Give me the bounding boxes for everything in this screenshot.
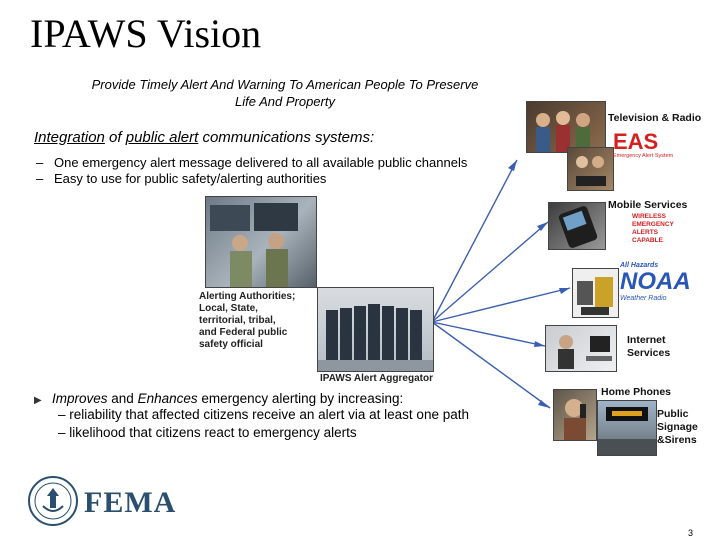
triangle-bullet-icon: ▶: [34, 395, 42, 406]
noaa-logo-sub: Weather Radio: [620, 295, 667, 302]
highway-sign-icon: [598, 407, 656, 455]
integration-of: of: [104, 129, 126, 146]
eas-logo: EAS Emergency Alert System: [613, 131, 673, 163]
connector-line: [431, 321, 546, 347]
bullet-dash: –: [36, 171, 44, 186]
internet-photo: [545, 325, 617, 372]
arrowhead: [534, 341, 545, 347]
tv-radio-label: Television & Radio: [608, 112, 702, 124]
integration-heading: Integration of public alert communicatio…: [34, 129, 374, 146]
bullet-item: –Easy to use for public safety/alerting …: [36, 171, 326, 186]
improves-bullet: ▶ Improves and Enhances emergency alertin…: [34, 391, 403, 406]
noaa-logo-text: NOAA: [620, 268, 691, 295]
family-icon: [536, 111, 590, 152]
slide-title: IPAWS Vision: [30, 11, 262, 56]
improves-rest: emergency alerting by increasing:: [197, 391, 404, 406]
highway-sign-photo: [597, 400, 657, 456]
connector-line: [431, 321, 551, 409]
sub-bullet: – likelihood that citizens react to emer…: [58, 425, 357, 440]
bullet-text: Easy to use for public safety/alerting a…: [54, 171, 327, 186]
integration-word: Integration: [34, 129, 105, 146]
dhs-seal-icon: [28, 476, 78, 526]
arrowhead: [508, 160, 517, 171]
authorities-caption: Alerting Authorities; Local, State, terr…: [199, 291, 296, 350]
radio-icon: [576, 156, 606, 186]
arrowhead: [538, 400, 550, 408]
eas-logo-text: EAS: [613, 129, 659, 154]
connector-line: [431, 159, 518, 323]
signage-sirens-label: Public Signage &Sirens: [657, 408, 698, 446]
mobile-phone-photo: [548, 202, 606, 250]
weather-radio-icon: [577, 277, 613, 315]
enhances-word: Enhances: [137, 391, 198, 406]
weather-radios-photo: [572, 268, 619, 318]
internet-services-label: Internet Services: [627, 334, 671, 359]
server-racks-icon: [318, 304, 433, 371]
arrowhead: [537, 222, 548, 231]
integration-rest: communications systems:: [198, 129, 375, 146]
slide-subtitle: Provide Timely Alert And Warning To Amer…: [91, 77, 479, 109]
improves-word: Improves: [52, 391, 108, 406]
connector-line: [431, 287, 571, 323]
mobile-services-label: Mobile Services: [608, 199, 688, 211]
sub-bullet: – reliability that affected citizens rec…: [58, 407, 469, 422]
page-number: 3: [688, 528, 694, 538]
people-icon: [210, 203, 298, 287]
tv-family-photo: [526, 101, 606, 153]
public-alert-word: public alert: [125, 129, 199, 146]
computer-user-icon: [558, 335, 612, 369]
cellphone-icon: [558, 206, 598, 248]
noaa-logo: All Hazards NOAA Weather Radio: [620, 262, 691, 314]
wireless-alerts-logo: WIRELESS EMERGENCY ALERTS CAPABLE: [632, 213, 674, 244]
fema-logo-text: FEMA: [84, 486, 177, 519]
arrowhead: [559, 288, 570, 294]
noaa-logo-top: All Hazards: [620, 262, 659, 269]
bullet-text: One emergency alert message delivered to…: [54, 155, 468, 170]
authorities-photo: [205, 196, 317, 288]
phone-user-icon: [564, 399, 586, 440]
bullet-dash: –: [36, 155, 44, 170]
radio-listeners-photo: [567, 147, 614, 191]
home-phones-label: Home Phones: [601, 386, 672, 398]
aggregator-photo: [317, 287, 434, 372]
improves-and: and: [107, 391, 138, 406]
bullet-item: –One emergency alert message delivered t…: [36, 155, 467, 170]
eas-logo-subtext: Emergency Alert System: [613, 153, 674, 159]
connector-line: [431, 221, 549, 323]
aggregator-caption: IPAWS Alert Aggregator: [320, 373, 433, 384]
home-phone-photo: [553, 389, 597, 441]
